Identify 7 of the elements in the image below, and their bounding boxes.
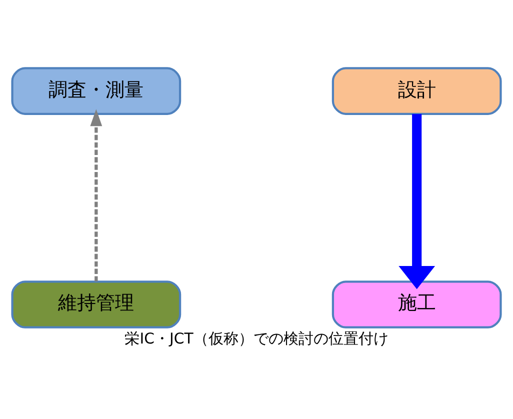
node-box: 調査・測量 [11, 66, 182, 114]
node-box: 施工 [332, 280, 502, 328]
caption: 栄IC・JCT（仮称）での検討の位置付け [124, 328, 388, 347]
arrow [398, 113, 436, 289]
node-box: 設計 [332, 66, 502, 114]
node-box: 維持管理 [11, 280, 182, 328]
arrow [90, 108, 102, 281]
